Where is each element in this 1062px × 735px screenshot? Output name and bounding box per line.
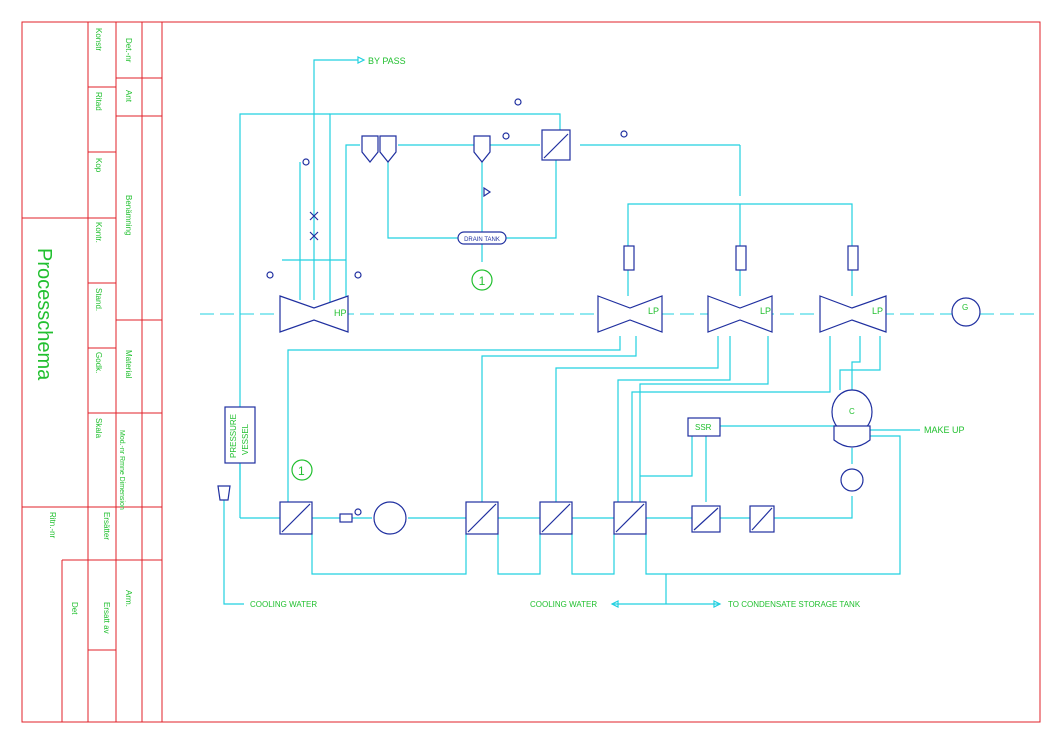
hp-label: HP (334, 308, 347, 318)
valve-icon (339, 513, 353, 523)
label-godk: Godk. (94, 352, 103, 373)
equipment: DRAIN TANK 1 (217, 98, 981, 535)
drawing-title: Processchema (33, 248, 55, 381)
condensate-tank-label: TO CONDENSATE STORAGE TANK (728, 600, 861, 609)
label-kontr: Kontr. (94, 222, 103, 243)
condensate-pump (840, 468, 864, 492)
label-stand: Stand. (94, 288, 103, 311)
drawing-border (21, 21, 1041, 723)
cooling-water-mid-label: COOLING WATER (530, 600, 597, 609)
label-ersatter: Ersätter (102, 512, 111, 540)
moisture-separator (361, 135, 379, 163)
bypass-label: BY PASS (368, 56, 406, 66)
label-ersatt-av: Ersatt av (102, 602, 111, 634)
valve-icon (620, 130, 628, 138)
label-mod-nr: Mod.-nr Rmne Dimension (118, 430, 125, 510)
marker-1-bottom-label: 1 (298, 464, 305, 478)
marker-1-top-label: 1 (479, 274, 486, 288)
label-ritad: Ritad (94, 92, 103, 111)
label-ant: Ant (124, 90, 133, 103)
lp2-label: LP (760, 306, 771, 316)
valve-icon (309, 231, 319, 241)
valve-icon (309, 211, 319, 221)
generator-label: G (962, 303, 968, 312)
title-block (21, 21, 1041, 723)
lp1-label: LP (648, 306, 659, 316)
ssr-box (687, 417, 721, 437)
make-up-label: MAKE UP (924, 425, 965, 435)
valve-icon (502, 132, 510, 140)
valve-icon (514, 98, 522, 106)
lp-valve-3 (847, 245, 859, 271)
pressure-vessel-label-1: PRESSURE (229, 414, 238, 458)
lp-turbine-2 (707, 295, 773, 333)
hp-turbine (279, 295, 349, 333)
feed-pump (373, 501, 407, 535)
valve-icon (354, 271, 362, 279)
moisture-separator (473, 135, 491, 163)
drain-tank-label: DRAIN TANK (464, 237, 500, 243)
marker-1-bottom (291, 459, 313, 481)
lp-turbine-3 (819, 295, 887, 333)
valve-icon (483, 186, 492, 198)
valve-icon (354, 508, 362, 516)
lp3-label: LP (872, 306, 883, 316)
label-det-nr: Det.-nr (124, 38, 133, 63)
lp-turbine-1 (597, 295, 663, 333)
valve-icon (302, 158, 310, 166)
moisture-separator (379, 135, 397, 163)
label-arm: Arm. (124, 590, 133, 607)
lp-valve-1 (623, 245, 635, 271)
label-material: Material (124, 350, 133, 379)
valve-icon (217, 485, 231, 501)
label-benamning: Benämning (124, 195, 133, 235)
generator (951, 297, 981, 327)
lp-valve-2 (735, 245, 747, 271)
marker-1-top (471, 269, 493, 291)
label-skala: Skala (94, 418, 103, 439)
pressure-vessel (224, 406, 256, 464)
label-det: Det (70, 602, 79, 615)
label-kop: Kop (94, 158, 103, 173)
ssr-label: SSR (695, 423, 712, 432)
condenser-label: C (849, 407, 855, 416)
label-ritn-nr: Ritn.-nr (48, 512, 57, 539)
pressure-vessel-label-2: VESSEL (241, 423, 250, 455)
cooling-water-left-label: COOLING WATER (250, 600, 317, 609)
hotwell (833, 425, 871, 448)
drain-tank (457, 231, 507, 245)
label-konstr: Konstr (94, 28, 103, 51)
valve-icon (266, 271, 274, 279)
piping (223, 56, 920, 608)
